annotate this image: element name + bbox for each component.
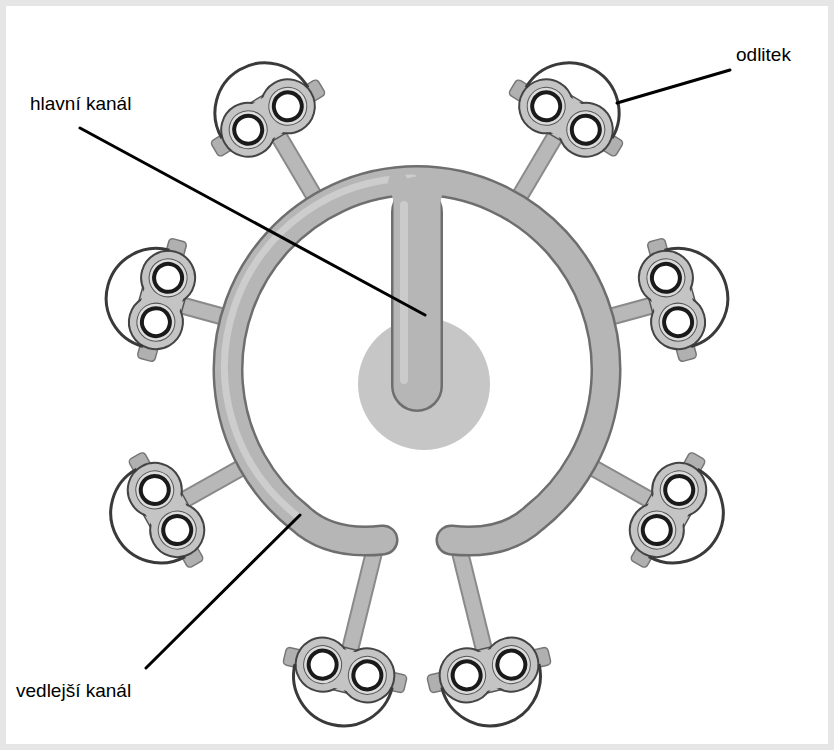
part-label: hlavní kanál (28, 93, 133, 115)
leader-line (80, 128, 425, 315)
leader-line (617, 70, 730, 103)
part-label: odlitek (734, 44, 793, 66)
leader-lines (80, 70, 730, 668)
gates (162, 118, 672, 670)
leader-line (146, 515, 300, 668)
castings (87, 38, 747, 739)
main-sprue (398, 182, 436, 386)
runner-ring (225, 178, 606, 541)
part-label: vedlejší kanál (14, 680, 133, 702)
frame (3, 3, 831, 747)
